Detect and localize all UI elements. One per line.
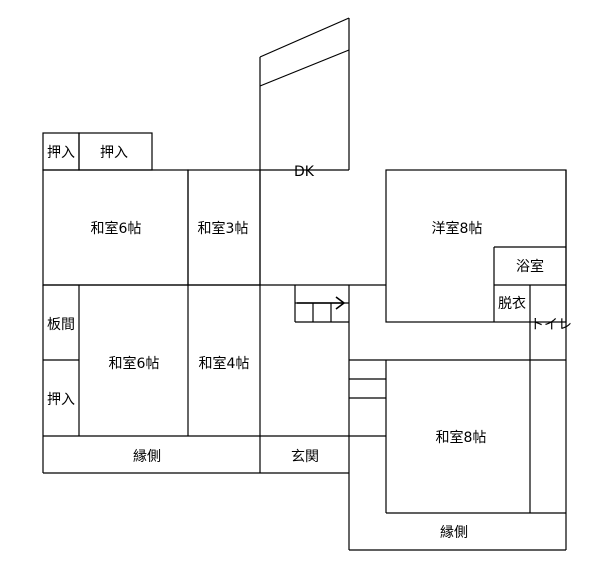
room-label-itama: 板間: [47, 317, 75, 333]
room-label-washitsu-6-bottom: 和室6帖: [109, 355, 160, 372]
room-label-oshiire-top-right: 押入: [100, 145, 128, 161]
room-label-genkan: 玄関: [291, 448, 319, 465]
room-label-washitsu-4: 和室4帖: [199, 355, 250, 372]
walls: [42, 17, 567, 551]
room-label-toilet: トイレ: [530, 317, 572, 333]
room-label-yokushitsu: 浴室: [516, 258, 544, 275]
room-label-washitsu-3: 和室3帖: [198, 220, 249, 237]
room-label-oshiire-left: 押入: [47, 392, 75, 408]
room-label-oshiire-top-left: 押入: [47, 145, 75, 161]
room-label-dk: DK: [294, 164, 315, 180]
room-label-washitsu-8: 和室8帖: [436, 429, 487, 446]
room-label-engawa-right: 縁側: [440, 525, 468, 541]
room-label-datsui: 脱衣: [498, 296, 526, 312]
room-label-engawa-left: 縁側: [133, 449, 161, 465]
arrow-right-icon: [297, 296, 346, 310]
room-label-washitsu-6-top: 和室6帖: [91, 220, 142, 237]
room-label-youshitsu-8: 洋室8帖: [432, 220, 483, 237]
